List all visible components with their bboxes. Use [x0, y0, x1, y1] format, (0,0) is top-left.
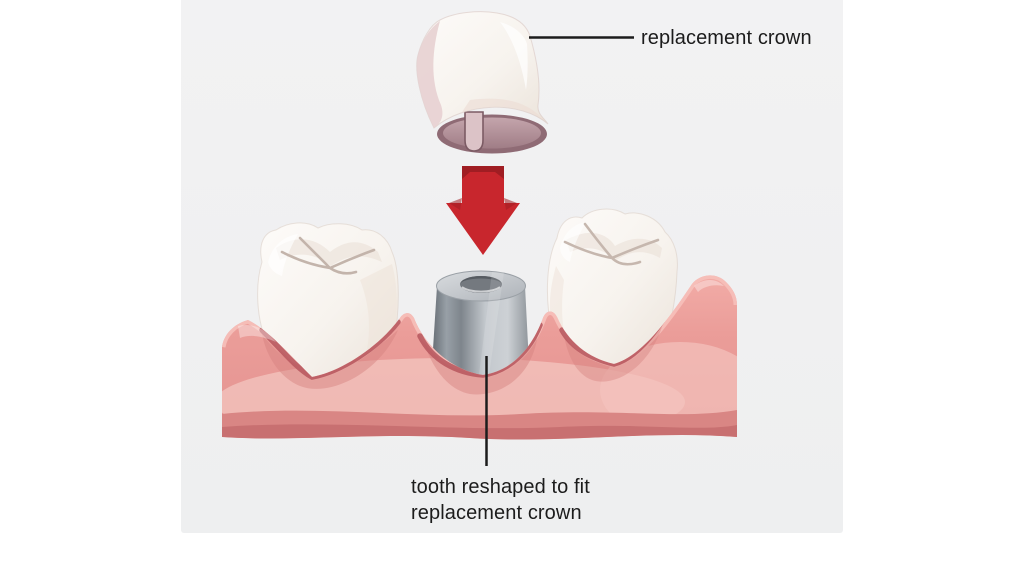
- gums-graphic: [222, 275, 737, 440]
- reshaped-tooth-label: tooth reshaped to fit replacement crown: [411, 474, 590, 526]
- right-molar-graphic: [546, 208, 678, 368]
- crown-label: replacement crown: [641, 27, 812, 49]
- replacement-crown-graphic: [416, 11, 549, 154]
- down-arrow-icon: [446, 166, 520, 255]
- left-molar-graphic: [257, 222, 399, 384]
- reshaped-tooth-label-line1: tooth reshaped to fit: [411, 476, 590, 498]
- reshaped-tooth-label-line2: replacement crown: [411, 502, 582, 524]
